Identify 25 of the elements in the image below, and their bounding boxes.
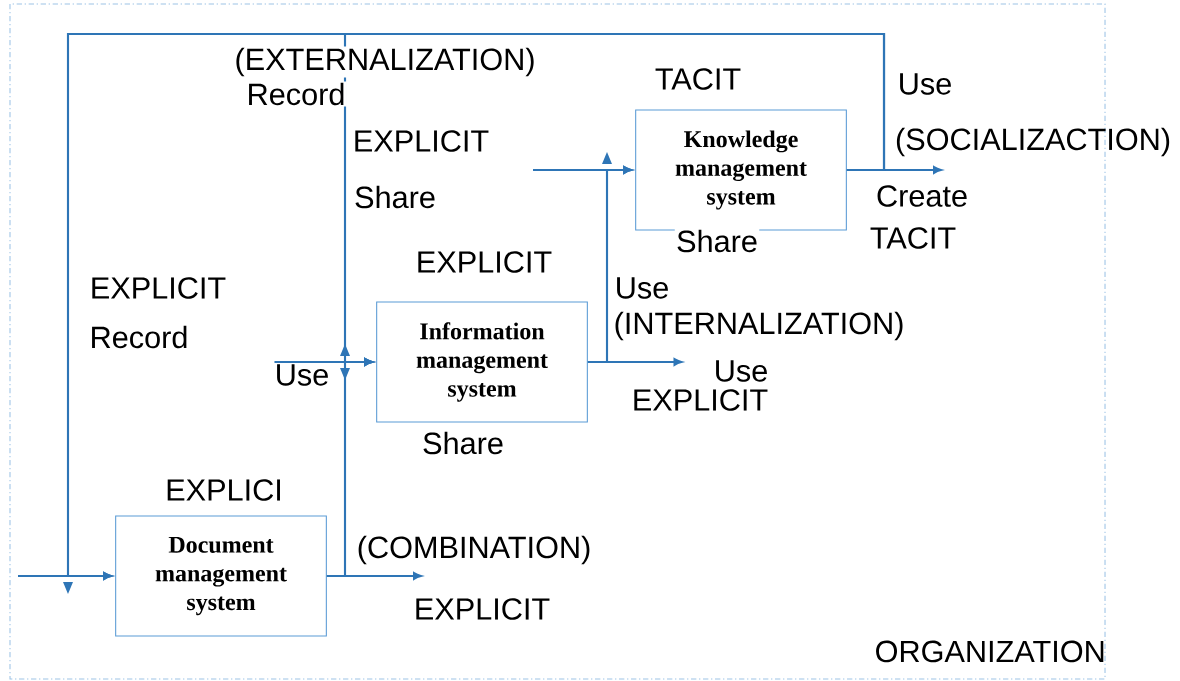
flow-label: Share bbox=[674, 228, 760, 254]
flow-label: EXPLICIT bbox=[414, 249, 554, 275]
flow-label: Record bbox=[245, 81, 347, 107]
flow-label: Use bbox=[613, 275, 671, 301]
flow-label: Use bbox=[896, 71, 954, 97]
arrow bbox=[340, 32, 886, 380]
flow-label: EXPLICIT bbox=[412, 596, 552, 622]
system-box: Information management system bbox=[376, 301, 588, 423]
flow-label: EXPLICIT bbox=[351, 128, 491, 154]
flow-label: (COMBINATION) bbox=[358, 535, 590, 565]
flow-label: (SOCIALIZACTION) bbox=[896, 127, 1170, 157]
flow-label: EXPLICIT bbox=[630, 387, 770, 413]
flow-label: Share bbox=[420, 430, 506, 456]
flow-label: Use bbox=[277, 364, 328, 386]
flow-label: Use bbox=[716, 360, 767, 382]
flow-label: EXPLICI bbox=[163, 477, 285, 503]
system-box: Document management system bbox=[115, 515, 327, 637]
flow-label: EXPLICIT bbox=[88, 275, 228, 301]
flow-label: TACIT bbox=[868, 225, 958, 251]
flow-label: Record bbox=[88, 324, 190, 350]
flow-label: (INTERNALIZATION) bbox=[612, 310, 906, 342]
arrow bbox=[533, 166, 632, 174]
flow-label: Create bbox=[874, 183, 970, 209]
flow-label: Share bbox=[352, 184, 438, 210]
flow-label: (EXTERNALIZATION) bbox=[233, 46, 537, 78]
